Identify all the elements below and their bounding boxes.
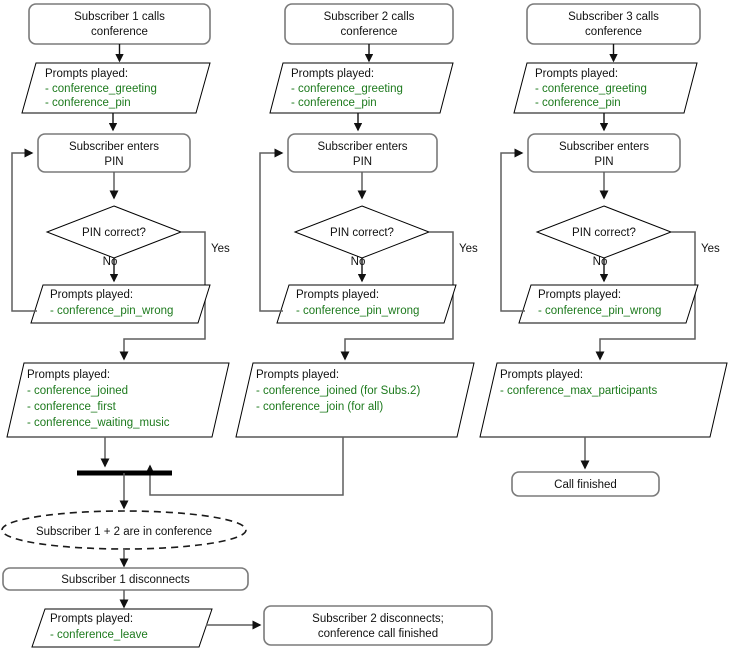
node-label-line2: PIN <box>104 156 123 168</box>
state-label: Subscriber 1 + 2 are in conference <box>36 526 212 538</box>
prompt-item: - conference_greeting <box>45 83 157 95</box>
node-leave-prompts[interactable]: Prompts played: - conference_leave <box>31 608 213 648</box>
node-result-prompts-3[interactable]: Prompts played: - conference_max_partici… <box>479 362 728 438</box>
parallelogram <box>21 62 211 114</box>
node-result-prompts-1[interactable]: Prompts played: - conference_joined - co… <box>6 362 230 438</box>
prompts-heading: Prompts played: <box>291 68 374 80</box>
node-greeting-prompts-2[interactable]: Prompts played: - conference_greeting - … <box>269 62 454 114</box>
rounded-box <box>2 567 249 591</box>
node-enter-pin-1[interactable]: Subscriber enters PIN <box>37 133 191 173</box>
prompt-item: - conference_joined (for Subs.2) <box>256 385 420 397</box>
node-enter-pin-2[interactable]: Subscriber enters PIN <box>287 133 438 173</box>
node-subscriber-2-disconnects[interactable]: Subscriber 2 disconnects; conference cal… <box>263 605 493 646</box>
column-subscriber-2: Subscriber 2 calls conference Prompts pl… <box>145 3 478 496</box>
column-subscriber-1: Subscriber 1 calls conference Prompts pl… <box>6 3 230 468</box>
prompt-item: - conference_pin <box>291 97 377 109</box>
prompt-item: - conference_pin_wrong <box>50 305 173 317</box>
node-greeting-prompts-3[interactable]: Prompts played: - conference_greeting - … <box>513 62 698 114</box>
prompts-heading: Prompts played: <box>296 289 379 301</box>
branch-label-yes: Yes <box>701 243 720 255</box>
node-label-line1: Subscriber enters <box>69 141 159 153</box>
branch-label-yes: Yes <box>211 243 230 255</box>
rounded-box <box>284 3 454 45</box>
prompt-item: - conference_first <box>27 401 117 413</box>
connector-pinwrong-retry-loop <box>11 148 37 312</box>
rounded-box <box>263 605 493 646</box>
connector-pinwrong-retry-loop <box>259 148 284 312</box>
branch-label-no: No <box>103 256 118 268</box>
node-label-line1: Subscriber enters <box>317 141 407 153</box>
prompt-item: - conference_pin <box>45 97 131 109</box>
prompt-item: - conference_waiting_music <box>27 417 170 429</box>
connector-yes-to-result <box>595 231 696 361</box>
node-label-line2: conference <box>91 26 148 38</box>
node-decision-pin-1[interactable]: PIN correct? <box>45 205 183 259</box>
prompt-item: - conference_greeting <box>535 83 647 95</box>
node-label-line1: Subscriber 3 calls <box>568 11 659 23</box>
node-pin-wrong-prompts-2[interactable]: Prompts played: - conference_pin_wrong <box>276 284 457 324</box>
node-decision-pin-2[interactable]: PIN correct? <box>293 205 431 259</box>
prompts-heading: Prompts played: <box>256 369 339 381</box>
prompts-heading: Prompts played: <box>45 68 128 80</box>
node-label-line2: conference <box>341 26 398 38</box>
node-label-line2: conference <box>585 26 642 38</box>
node-label-line2: conference call finished <box>318 628 438 640</box>
prompt-item: - conference_joined <box>27 385 128 397</box>
prompts-heading: Prompts played: <box>535 68 618 80</box>
decision-label: PIN correct? <box>82 227 146 239</box>
prompt-item: - conference_pin_wrong <box>296 305 419 317</box>
prompts-heading: Prompts played: <box>27 369 110 381</box>
prompts-heading: Prompts played: <box>538 289 621 301</box>
node-subscriber-1-calls[interactable]: Subscriber 1 calls conference <box>28 3 211 45</box>
node-label: Subscriber 1 disconnects <box>61 574 190 586</box>
node-label-line1: Subscriber 1 calls <box>74 11 165 23</box>
terminal-label: Call finished <box>554 479 617 491</box>
node-subscriber-3-calls[interactable]: Subscriber 3 calls conference <box>526 3 701 45</box>
rounded-box <box>526 3 701 45</box>
node-label-line1: Subscriber 2 calls <box>324 11 415 23</box>
node-label-line1: Subscriber 2 disconnects; <box>312 613 444 625</box>
parallelogram <box>6 362 230 438</box>
prompt-item: - conference_join (for all) <box>256 401 383 413</box>
prompts-heading: Prompts played: <box>50 289 133 301</box>
rounded-box <box>28 3 211 45</box>
branch-label-no: No <box>593 256 608 268</box>
column-subscriber-3: Subscriber 3 calls conference Prompts pl… <box>479 3 728 497</box>
decision-label: PIN correct? <box>572 227 636 239</box>
node-conference-state[interactable]: Subscriber 1 + 2 are in conference <box>1 510 247 550</box>
branch-label-no: No <box>351 256 366 268</box>
node-subscriber-2-calls[interactable]: Subscriber 2 calls conference <box>284 3 454 45</box>
node-pin-wrong-prompts-1[interactable]: Prompts played: - conference_pin_wrong <box>30 284 211 324</box>
node-pin-wrong-prompts-3[interactable]: Prompts played: - conference_pin_wrong <box>518 284 699 324</box>
connector-result2-to-merge <box>145 437 344 496</box>
parallelogram <box>513 62 698 114</box>
node-result-prompts-2[interactable]: Prompts played: - conference_joined (for… <box>235 362 475 438</box>
parallelogram <box>269 62 454 114</box>
prompt-item: - conference_greeting <box>291 83 403 95</box>
prompts-heading: Prompts played: <box>50 613 133 625</box>
node-call-finished[interactable]: Call finished <box>511 471 660 497</box>
branch-label-yes: Yes <box>459 243 478 255</box>
node-enter-pin-3[interactable]: Subscriber enters PIN <box>527 133 681 173</box>
parallelogram <box>235 362 475 438</box>
node-greeting-prompts-1[interactable]: Prompts played: - conference_greeting - … <box>21 62 211 114</box>
parallelogram <box>479 362 728 438</box>
prompt-item: - conference_max_participants <box>500 385 657 397</box>
prompt-item: - conference_leave <box>50 629 148 641</box>
node-decision-pin-3[interactable]: PIN correct? <box>535 205 673 259</box>
node-label-line2: PIN <box>353 156 372 168</box>
merge-and-footer: Subscriber 1 + 2 are in conference Subsc… <box>1 470 493 648</box>
connector-yes-to-result <box>119 231 206 361</box>
node-label-line2: PIN <box>594 156 613 168</box>
node-label-line1: Subscriber enters <box>559 141 649 153</box>
connector-yes-to-result <box>340 231 454 361</box>
node-subscriber-1-disconnects[interactable]: Subscriber 1 disconnects <box>2 567 249 591</box>
parallelogram <box>31 608 213 648</box>
connector-pinwrong-retry-loop <box>500 148 525 312</box>
decision-label: PIN correct? <box>330 227 394 239</box>
prompts-heading: Prompts played: <box>500 369 583 381</box>
prompt-item: - conference_pin <box>535 97 621 109</box>
prompt-item: - conference_pin_wrong <box>538 305 661 317</box>
rounded-box <box>511 471 660 497</box>
